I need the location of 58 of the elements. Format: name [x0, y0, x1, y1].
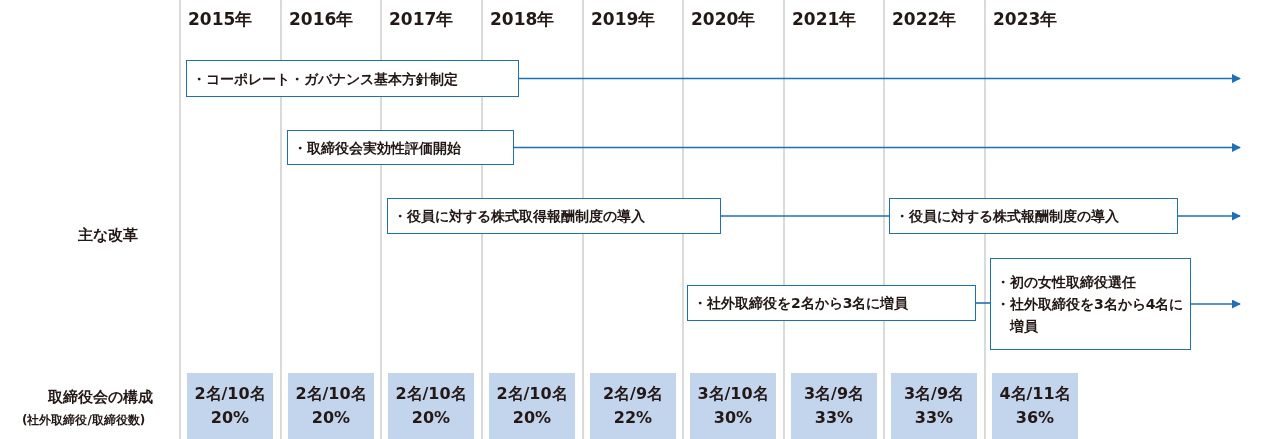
reform-box	[186, 60, 519, 97]
year-label: 2018年	[490, 8, 555, 31]
director-count: 3名/9名	[803, 383, 865, 405]
board-composition-cell	[288, 373, 374, 439]
reform-text: ・初の女性取締役選任	[996, 273, 1137, 292]
reform-box	[287, 130, 514, 165]
year-label: 2021年	[792, 8, 857, 31]
board-composition-cell	[489, 373, 575, 439]
board-composition-cell	[590, 373, 676, 439]
director-count: 2名/10名	[496, 383, 568, 405]
director-count: 4名/11名	[999, 383, 1071, 405]
director-count: 3名/10名	[697, 383, 769, 405]
reform-text: ・役員に対する株式報酬制度の導入	[895, 207, 1120, 226]
year-label: 2016年	[289, 8, 354, 31]
board-composition-cell	[992, 373, 1078, 439]
reform-box	[889, 198, 1178, 234]
year-label: 2023年	[993, 8, 1058, 31]
reform-text: ・役員に対する株式取得報酬制度の導入	[393, 207, 646, 226]
reform-box	[387, 198, 721, 234]
board-composition-cell	[791, 373, 877, 439]
ratio-text: 33%	[814, 407, 854, 429]
arrow	[513, 143, 1241, 152]
ratio-text: 36%	[1015, 407, 1055, 429]
director-count: 2名/10名	[395, 383, 467, 405]
reform-text: ・取締役会実効性評価開始	[293, 138, 462, 158]
row-heading: 主な改革	[78, 226, 138, 245]
arrow	[1177, 211, 1241, 221]
board-composition-cell	[388, 373, 474, 439]
reform-box	[990, 258, 1191, 350]
reform-text: ・社外取締役を2名から3名に増員	[693, 294, 910, 313]
arrow	[1190, 299, 1241, 309]
director-count: 2名/9名	[602, 383, 664, 405]
ratio-text: 33%	[914, 407, 954, 429]
ratio-text: 22%	[613, 407, 653, 429]
connector-line	[975, 302, 991, 304]
year-label: 2020年	[691, 8, 756, 31]
ratio-text: 20%	[311, 407, 351, 429]
year-label: 2015年	[188, 8, 253, 31]
director-count: 2名/10名	[295, 383, 367, 405]
ratio-text: 20%	[411, 407, 451, 429]
ratio-text: 20%	[210, 407, 250, 429]
director-count: 3名/9名	[903, 383, 965, 405]
reform-text: ・社外取締役を3名から4名に増員	[996, 295, 1185, 336]
row-note: (社外取締役/取締役数)	[22, 412, 146, 429]
connector-line	[720, 215, 890, 217]
board-composition-cell	[891, 373, 977, 439]
director-count: 2名/10名	[194, 383, 266, 405]
year-label: 2017年	[389, 8, 454, 31]
ratio-text: 20%	[512, 407, 552, 429]
reform-text: ・コーポレート・ガバナンス基本方針制定	[192, 69, 459, 89]
year-label: 2022年	[892, 8, 957, 31]
row-heading: 取締役会の構成	[48, 388, 153, 407]
board-composition-cell	[187, 373, 273, 439]
ratio-text: 30%	[713, 407, 753, 429]
arrow	[518, 74, 1241, 83]
board-composition-cell	[690, 373, 776, 439]
reform-box	[687, 285, 976, 321]
year-label: 2019年	[591, 8, 656, 31]
